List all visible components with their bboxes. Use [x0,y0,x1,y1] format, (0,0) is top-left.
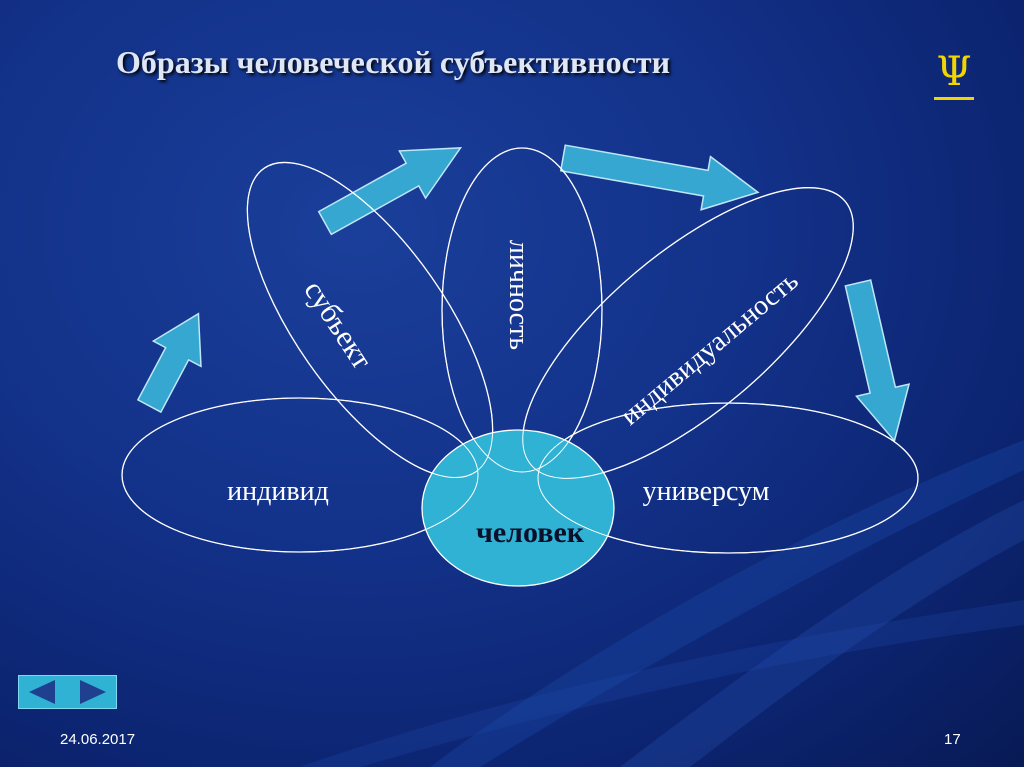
label-lichnost: личность [503,240,534,350]
center-human [421,429,615,587]
center-overlay-lichnost [441,147,603,473]
arrow-subject-to-lichnost [317,147,463,236]
petal-individ [121,397,479,553]
psi-logo-icon: Ψ [934,52,974,102]
logo-underline [934,97,974,100]
label-individualnost: индивидуальность [615,265,805,431]
slide-date: 24.06.2017 [60,731,136,748]
previous-slide-button[interactable] [25,678,61,706]
label-individ: индивид [227,476,329,507]
arrow-individualnost-to-universum [844,279,911,443]
center-overlay-individualnost [522,187,854,479]
label-center-human: человек [476,516,585,549]
arrow-left-icon [29,680,56,704]
logo-symbol: Ψ [936,49,972,95]
arrow-lichnost-to-individualnost [559,144,760,211]
slide-number: 17 [944,731,961,748]
label-universum: универсум [643,476,770,507]
slide-navigation [18,675,117,709]
next-slide-button[interactable] [74,678,110,706]
arrow-right-icon [79,680,106,704]
label-subject: субъект [297,275,378,375]
arrow-individ-to-subject [136,312,202,414]
center-overlay-subject [246,161,494,479]
slide-title: Образы человеческой субъективности [116,44,671,80]
center-overlay-individ [121,397,479,553]
